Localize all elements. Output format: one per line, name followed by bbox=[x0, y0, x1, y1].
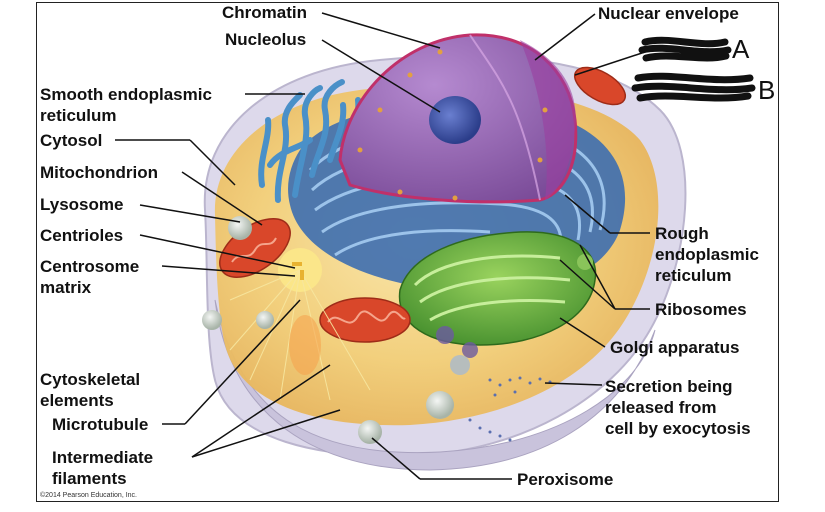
figure-border bbox=[36, 2, 779, 502]
label-rough-er-line2: endoplasmic bbox=[655, 245, 759, 264]
label-nuclear-envelope: Nuclear envelope bbox=[598, 4, 739, 23]
label-secretion-line1: Secretion being bbox=[605, 377, 733, 396]
membrane-lower-slab bbox=[214, 299, 656, 471]
mitochondria bbox=[219, 66, 626, 343]
label-centrioles: Centrioles bbox=[40, 226, 123, 245]
redacted-label-a bbox=[574, 36, 732, 76]
label-mitochondrion: Mitochondrion bbox=[40, 163, 158, 182]
label-microtubule: Microtubule bbox=[52, 415, 148, 434]
copyright-notice: ©2014 Pearson Education, Inc. bbox=[40, 491, 137, 499]
leader-lines bbox=[115, 12, 650, 480]
lysosome-body bbox=[228, 216, 252, 240]
label-smooth-er-line1: Smooth endoplasmic bbox=[40, 85, 212, 104]
label-intermediate-line2: filaments bbox=[52, 469, 127, 488]
label-cytosol: Cytosol bbox=[40, 131, 102, 150]
golgi-apparatus bbox=[398, 231, 597, 358]
handwritten-letter-b: B bbox=[758, 75, 775, 105]
label-centrosome-line1: Centrosome bbox=[40, 257, 139, 276]
label-secretion-line3: cell by exocytosis bbox=[605, 419, 751, 438]
label-ribosomes: Ribosomes bbox=[655, 300, 747, 319]
label-smooth-er-line2: reticulum bbox=[40, 106, 117, 125]
label-golgi: Golgi apparatus bbox=[610, 338, 739, 357]
label-rough-er-line1: Rough bbox=[655, 224, 709, 243]
vesicles bbox=[202, 216, 470, 444]
label-cytoskeletal-line1: Cytoskeletal bbox=[40, 370, 140, 389]
handwritten-letter-a: A bbox=[732, 34, 750, 64]
label-intermediate-line1: Intermediate bbox=[52, 448, 153, 467]
label-peroxisome: Peroxisome bbox=[517, 470, 613, 489]
nucleus bbox=[338, 33, 578, 204]
smooth-er bbox=[258, 79, 362, 203]
nucleolus-body bbox=[429, 96, 481, 144]
label-chromatin: Chromatin bbox=[222, 3, 307, 22]
redacted-label-b bbox=[631, 72, 756, 102]
label-rough-er-line3: reticulum bbox=[655, 266, 732, 285]
label-nucleolus: Nucleolus bbox=[225, 30, 306, 49]
label-centrosome-line2: matrix bbox=[40, 278, 92, 297]
label-cytoskeletal-line2: elements bbox=[40, 391, 114, 410]
label-secretion-line2: released from bbox=[605, 398, 717, 417]
label-lysosome: Lysosome bbox=[40, 195, 123, 214]
peroxisome-body bbox=[358, 420, 382, 444]
